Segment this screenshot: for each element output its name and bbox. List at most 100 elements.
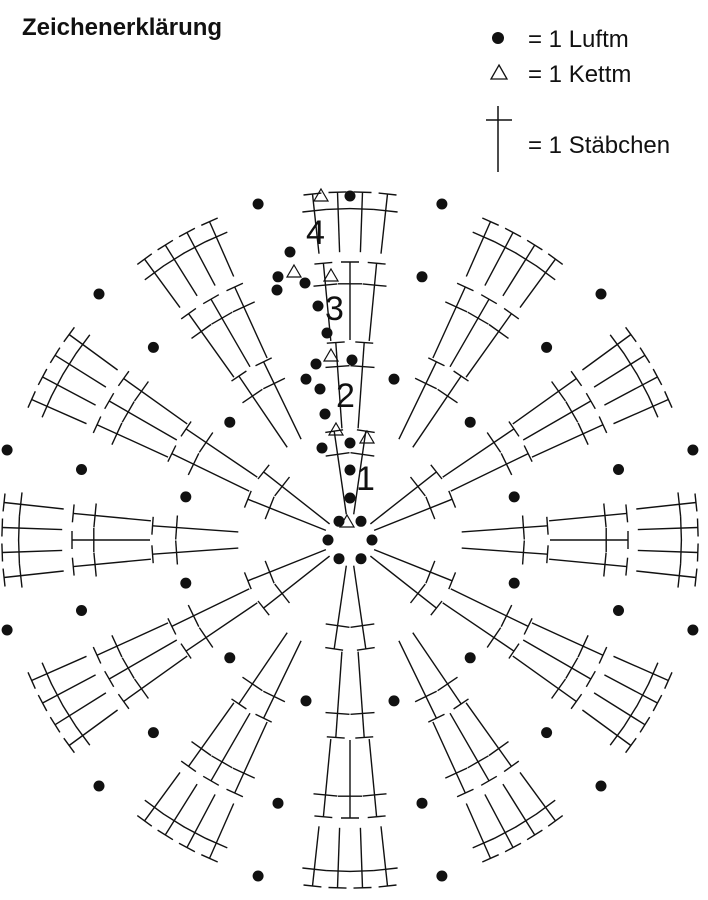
slip-stitch-triangle-icon <box>489 63 509 80</box>
double-crochet-r4-4-3 <box>581 709 637 754</box>
join-chain-0 <box>344 492 356 504</box>
double-crochet-r4-11-0 <box>136 253 181 309</box>
double-crochet-r2-1-0 <box>398 357 445 440</box>
chain-stitch-r2-7 <box>224 652 236 664</box>
double-crochet-r4-8-1 <box>49 692 107 733</box>
slip-stitch-2 <box>327 421 345 436</box>
double-crochet-r3-6-1 <box>338 740 362 819</box>
slip-stitch-4 <box>322 267 340 282</box>
chain-stitch-r3-11 <box>272 271 284 283</box>
double-crochet-r3-3-2 <box>549 552 629 577</box>
double-crochet-r3-9-1 <box>71 528 150 552</box>
chain-stitch-r4-2 <box>687 444 699 456</box>
double-crochet-r3-0-2 <box>362 261 387 341</box>
round-number-labels: 1 2 3 4 <box>306 214 375 498</box>
double-crochet-r4-4-0 <box>613 655 673 689</box>
double-crochet-r2-10-1 <box>180 421 258 478</box>
legend-label-slip: = 1 Kettm <box>528 61 632 88</box>
chain-stitch-r2-5 <box>388 695 400 707</box>
round-label-3: 3 <box>325 290 344 328</box>
double-crochet-r4-4-2 <box>593 692 651 733</box>
double-crochet-r2-4-1 <box>442 602 520 659</box>
double-crochet-r4-7-2 <box>157 783 198 841</box>
chain-stitch-r2-0 <box>388 373 400 385</box>
chain-stitch-r1-2 <box>355 553 367 565</box>
double-crochet-r4-7-0 <box>201 803 235 863</box>
chain-stitch-r3-6 <box>272 797 284 809</box>
double-crochet-r2-3-0 <box>461 515 549 540</box>
slip-stitch-6 <box>312 187 330 202</box>
join-chain-3 <box>316 442 328 454</box>
join-chain-6 <box>310 358 322 370</box>
slip-stitch-3 <box>322 347 340 362</box>
chain-stitch-r3-10 <box>147 341 159 353</box>
double-crochet-cross-icon <box>486 106 512 172</box>
double-crochet-r3-3-1 <box>550 528 629 552</box>
chain-stitch-r2-2 <box>508 491 520 503</box>
double-crochet-r1-1-0 <box>369 464 443 525</box>
double-crochet-r3-4-1 <box>522 639 596 688</box>
double-crochet-r1-4-0 <box>257 555 331 616</box>
double-crochet-r3-4-2 <box>512 655 583 710</box>
double-crochet-r2-2-0 <box>442 421 520 478</box>
double-crochet-r4-0-3 <box>373 192 398 254</box>
double-crochet-r4-11-3 <box>201 217 235 277</box>
double-crochet-r4-2-3 <box>613 391 673 425</box>
double-crochet-r3-6-0 <box>362 739 387 819</box>
double-crochet-r3-0-0 <box>313 261 338 341</box>
double-crochet-r3-0-1 <box>338 261 362 340</box>
double-crochet-r1-4-1 <box>243 548 327 590</box>
double-crochet-r3-5-0 <box>465 702 520 773</box>
chain-stitch-r4-7 <box>93 780 105 792</box>
double-crochet-r4-5-2 <box>484 794 522 853</box>
double-crochet-r2-9-1 <box>151 515 239 540</box>
double-crochet-r1-0-1 <box>350 429 375 515</box>
double-crochet-r3-10-0 <box>92 416 169 458</box>
chain-stitch-r4-10 <box>93 288 105 300</box>
double-crochet-r3-8-0 <box>117 655 188 710</box>
double-crochet-r2-3-1 <box>461 540 549 565</box>
double-crochet-r4-2-0 <box>581 326 637 371</box>
double-crochet-r1-1-1 <box>373 490 457 532</box>
double-crochet-r3-11-0 <box>180 307 235 378</box>
double-crochet-r4-3-0 <box>636 492 698 517</box>
double-crochet-r3-10-2 <box>117 370 188 425</box>
double-crochet-r2-0-0 <box>325 341 350 429</box>
double-crochet-r3-9-0 <box>71 552 151 577</box>
double-crochet-r4-6-0 <box>373 826 398 888</box>
chain-stitch-r3-3 <box>613 605 624 616</box>
double-crochet-r3-6-2 <box>313 739 338 819</box>
join-chain-8 <box>312 300 324 312</box>
join-chain-7 <box>321 327 333 339</box>
double-crochet-r1-3-0 <box>350 565 375 651</box>
chain-stitch-r3-8 <box>76 605 87 616</box>
chain-stitch-r3-1 <box>541 341 553 353</box>
double-crochet-r2-7-0 <box>255 640 302 723</box>
double-crochet-r4-3-3 <box>636 563 698 588</box>
chain-stitch-r4-0 <box>436 198 448 210</box>
double-crochet-r3-8-1 <box>104 639 178 688</box>
stitch-layer <box>1 187 699 889</box>
chain-stitch-r3-7 <box>147 727 159 739</box>
double-crochet-r3-3-0 <box>549 503 629 528</box>
double-crochet-r4-1-1 <box>484 227 522 286</box>
double-crochet-r2-8-1 <box>167 588 250 635</box>
round-label-1: 1 <box>356 460 375 498</box>
double-crochet-r2-1-1 <box>412 370 469 448</box>
double-crochet-r1-3-1 <box>325 565 350 651</box>
double-crochet-r3-1-1 <box>449 294 498 368</box>
chain-stitch-r3-5 <box>416 797 428 809</box>
chain-stitch-r2-4 <box>464 652 476 664</box>
double-crochet-r3-5-2 <box>432 721 474 798</box>
legend-label-double-crochet: = 1 Stäbchen <box>528 132 671 159</box>
double-crochet-r4-6-1 <box>349 827 374 889</box>
legend-label-chain: = 1 Luftm <box>528 26 629 53</box>
double-crochet-r2-4-0 <box>450 588 533 635</box>
double-crochet-r4-10-2 <box>49 347 107 388</box>
chain-stitch-r4-8 <box>1 624 13 636</box>
double-crochet-r2-11-1 <box>255 357 302 440</box>
chain-stitch-r3-9 <box>76 464 87 475</box>
double-crochet-r1-5-1 <box>257 464 331 525</box>
round-label-2: 2 <box>336 377 355 415</box>
double-crochet-r4-7-1 <box>178 794 216 853</box>
